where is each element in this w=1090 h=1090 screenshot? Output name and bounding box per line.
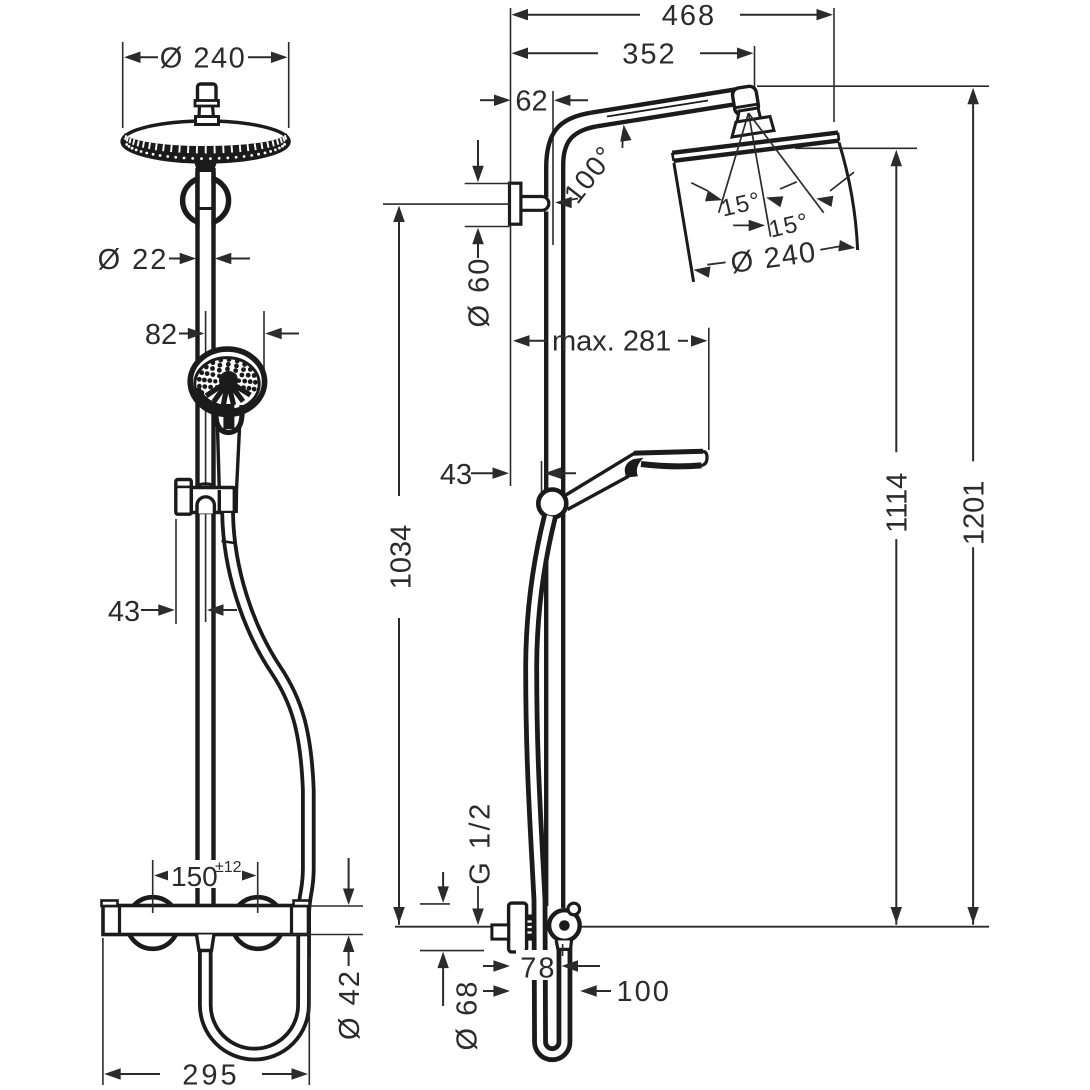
- svg-text:43: 43: [108, 596, 140, 628]
- svg-text:1114: 1114: [882, 473, 914, 533]
- svg-text:43: 43: [440, 459, 472, 491]
- svg-text:295: 295: [182, 1060, 239, 1090]
- svg-text:max. 281: max. 281: [552, 326, 671, 358]
- svg-text:150: 150: [171, 861, 218, 892]
- svg-text:±12: ±12: [215, 859, 242, 876]
- svg-text:100: 100: [617, 976, 671, 1008]
- svg-text:Ø 60: Ø 60: [464, 257, 496, 328]
- svg-text:82: 82: [145, 319, 177, 351]
- svg-text:352: 352: [622, 39, 676, 71]
- svg-text:62: 62: [515, 86, 547, 118]
- svg-text:1201: 1201: [959, 481, 991, 546]
- svg-text:Ø 42: Ø 42: [334, 969, 366, 1040]
- svg-text:78: 78: [520, 953, 556, 985]
- svg-text:468: 468: [662, 0, 716, 32]
- svg-text:Ø 240: Ø 240: [160, 43, 247, 75]
- svg-text:Ø 22: Ø 22: [98, 244, 169, 276]
- svg-text:G 1/2: G 1/2: [465, 801, 497, 884]
- svg-text:1034: 1034: [386, 525, 418, 590]
- svg-text:Ø 68: Ø 68: [452, 980, 484, 1051]
